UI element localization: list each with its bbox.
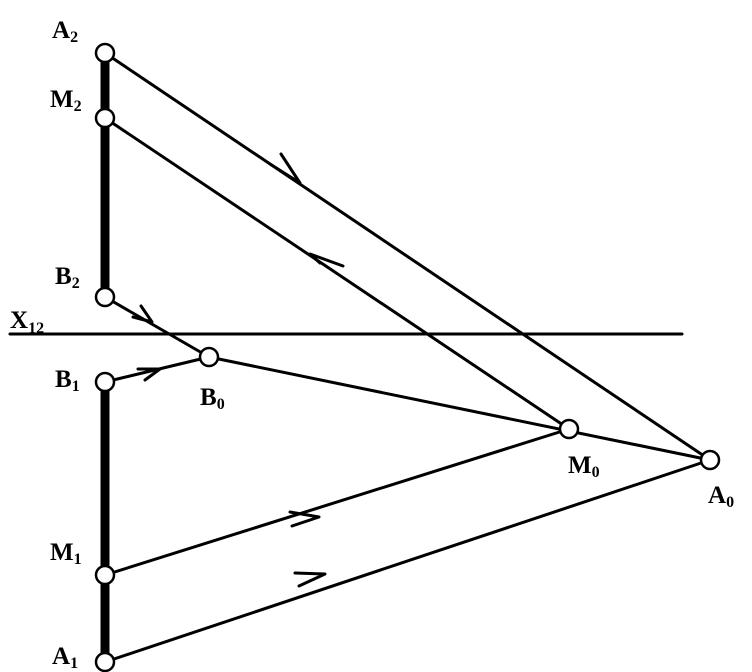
label-b2: B2 — [55, 263, 80, 292]
point-m0 — [558, 418, 580, 440]
label-m1: M1 — [50, 539, 82, 568]
label-axis: X12 — [10, 307, 44, 337]
line-b0-a0 — [207, 355, 712, 462]
label-m0: M0 — [568, 452, 600, 481]
arrow-m1-m0 — [288, 510, 321, 528]
label-b0: B0 — [200, 384, 225, 413]
point-a0 — [699, 449, 721, 471]
arrow-a1-a0 — [293, 571, 327, 588]
point-b2 — [94, 286, 116, 308]
line-b2-b0 — [103, 295, 211, 359]
point-m1 — [94, 564, 116, 586]
line-m2-m0 — [103, 116, 571, 431]
label-a1: A1 — [52, 643, 78, 672]
line-a2-a0 — [103, 51, 712, 462]
label-b1: B1 — [55, 366, 80, 395]
arrow-a2-a0 — [268, 152, 302, 185]
arrow-b1-b0 — [136, 367, 162, 382]
point-m2 — [94, 107, 116, 129]
point-b1 — [94, 371, 116, 393]
arrow-b2-b0 — [131, 304, 154, 324]
line-a1-a0 — [103, 458, 712, 664]
point-b0 — [198, 346, 220, 368]
label-a2: A2 — [52, 17, 78, 46]
arrow-m0-m2 — [308, 252, 345, 268]
label-m2: M2 — [50, 86, 82, 115]
label-a0: A0 — [708, 482, 734, 511]
point-a1 — [94, 651, 116, 672]
point-a2 — [94, 42, 116, 64]
line-m1-m0 — [103, 427, 571, 577]
